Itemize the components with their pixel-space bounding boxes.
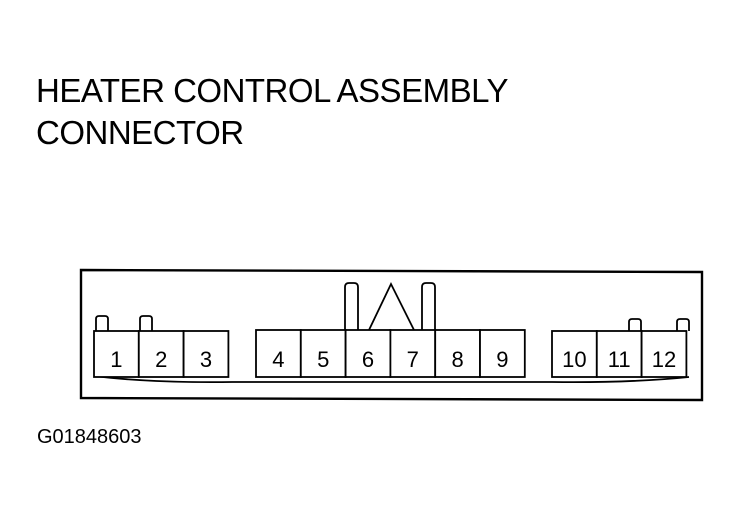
pin-cell-4 [255,329,302,378]
pin-cell-10 [551,330,598,378]
pin-label-2: 2 [155,347,167,372]
pin-cell-3 [182,330,230,378]
locking-tab-right-2 [676,318,690,331]
pin-label-11: 11 [608,347,631,372]
pin-label-6: 6 [362,347,374,372]
pin-cell-2 [137,330,185,378]
connector-inner-floor [94,375,690,384]
key-post-left [344,282,359,330]
pin-cell-9 [479,329,526,378]
key-post-right [421,282,436,330]
pin-cell-12 [640,330,688,378]
figure-id: G01848603 [37,426,142,448]
pin-label-12: 12 [652,347,676,372]
pin-label-10: 10 [562,347,586,372]
pin-label-3: 3 [200,347,212,372]
pin-cell-8 [434,329,481,378]
polarity-key-triangle [368,281,415,331]
pin-label-1: 1 [110,347,122,372]
pin-label-4: 4 [272,347,284,372]
pin-cell-7 [389,329,437,378]
locking-tab-left-1 [95,315,109,331]
locking-tab-right-1 [628,318,642,331]
pin-cell-11 [595,330,643,378]
locking-tab-left-2 [139,315,153,331]
connector-housing-outline [79,268,704,402]
pin-cells [93,329,688,378]
pin-label-7: 7 [407,347,419,372]
pin-label-5: 5 [317,347,329,372]
pin-label-8: 8 [451,347,463,372]
diagram-title-line-1: HEATER CONTROL ASSEMBLY [36,72,509,109]
pin-cell-1 [93,330,140,378]
pin-cell-6 [344,329,392,378]
diagram-title-line-2: CONNECTOR [36,114,244,151]
pin-label-9: 9 [496,347,508,372]
diagram-title: HEATER CONTROL ASSEMBLY CONNECTOR [36,70,509,154]
